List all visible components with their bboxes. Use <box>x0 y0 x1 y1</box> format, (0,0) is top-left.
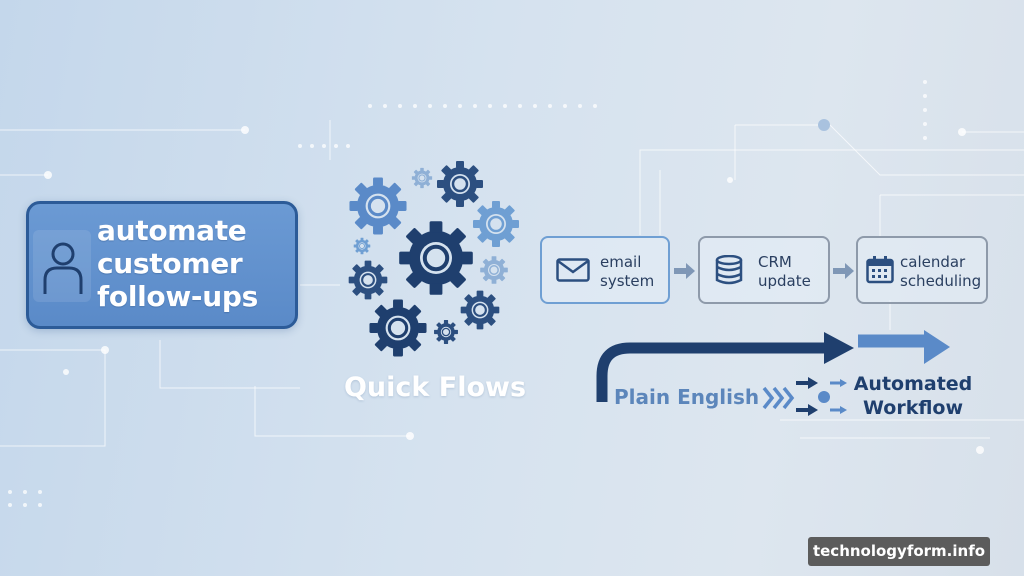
database-icon <box>715 255 743 285</box>
plain-english-label: Plain English <box>614 385 760 409</box>
calendar-icon <box>866 256 894 284</box>
prompt-text: automate customer follow-ups <box>97 214 258 313</box>
avatar <box>33 230 91 302</box>
person-icon <box>43 242 83 294</box>
arrow-right-icon <box>833 263 854 279</box>
arrow-right-icon <box>674 263 695 279</box>
prompt-card: automate customer follow-ups <box>26 201 298 329</box>
watermark: technologyform.info <box>808 537 990 566</box>
envelope-icon <box>556 258 590 282</box>
brand-title: Quick Flows <box>343 372 527 403</box>
